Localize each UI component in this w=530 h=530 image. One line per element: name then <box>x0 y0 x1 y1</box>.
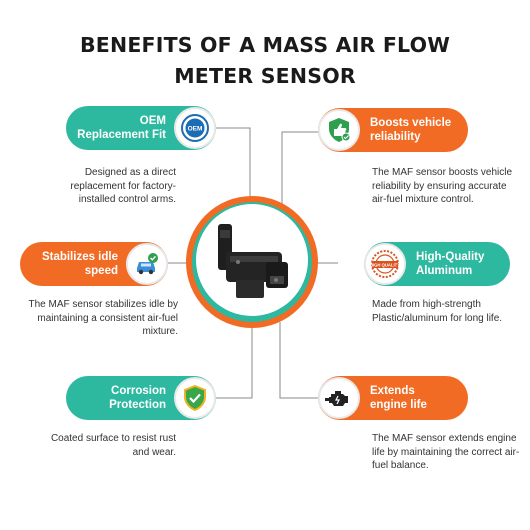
benefit-engine-label: Extends engine life <box>370 385 427 411</box>
benefit-oem-description: Designed as a direct replacement for fac… <box>70 167 176 205</box>
title-line-2: METER SENSOR <box>174 64 356 88</box>
benefit-idle-description: The MAF sensor stabilizes idle by mainta… <box>28 299 178 337</box>
benefit-reliability-description: The MAF sensor boosts vehicle reliabilit… <box>372 167 513 205</box>
benefit-idle-pill: Stabilizes idle speed <box>20 242 168 286</box>
benefit-engine-pill: Extends engine life <box>318 376 468 420</box>
benefit-corrosion-label: Corrosion Protection <box>109 385 166 411</box>
page-title: BENEFITS OF A MASS AIR FLOW METER SENSOR <box>0 30 530 92</box>
benefit-idle-label: Stabilizes idle speed <box>41 251 118 277</box>
benefit-corrosion-description: Coated surface to resist rust and wear. <box>50 433 176 458</box>
benefit-engine-description: The MAF sensor extends engine life by ma… <box>372 433 520 471</box>
benefit-reliability-label: Boosts vehicle reliability <box>370 117 452 143</box>
benefit-oem-label: OEM Replacement Fit <box>77 115 166 141</box>
svg-text:HIGH QUALITY: HIGH QUALITY <box>370 262 400 267</box>
benefit-reliability-pill: Boosts vehicle reliability <box>318 108 468 152</box>
title-line-1: BENEFITS OF A MASS AIR FLOW <box>79 33 451 57</box>
benefit-corrosion-pill: Corrosion Protection <box>66 376 216 420</box>
benefit-aluminum-pill: HIGH QUALITY High-Quality Aluminum <box>364 242 510 286</box>
shield-check-icon <box>174 377 216 419</box>
car-check-icon <box>126 243 168 285</box>
maf-sensor-product-image <box>196 204 308 316</box>
benefit-aluminum-description: Made from high-strength Plastic/aluminum… <box>372 299 503 324</box>
svg-text:OEM: OEM <box>188 126 203 133</box>
oem-badge-icon: OEM <box>174 107 216 149</box>
high-quality-stamp-icon: HIGH QUALITY <box>364 243 406 285</box>
engine-icon <box>318 377 360 419</box>
center-product-frame <box>186 196 318 328</box>
benefit-aluminum-label: High-Quality Aluminum <box>416 251 485 277</box>
thumbs-up-shield-icon <box>318 109 360 151</box>
benefit-oem-pill: OEM Replacement Fit OEM <box>66 106 216 150</box>
